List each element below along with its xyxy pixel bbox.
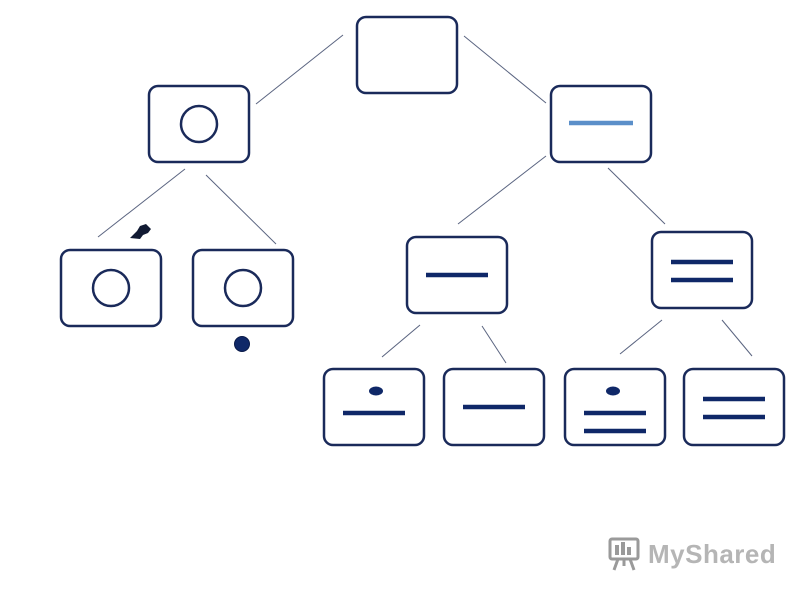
edge-root-to-left (255, 34, 344, 105)
node-box (147, 84, 251, 164)
node-rr-left (563, 367, 667, 447)
node-left-right (191, 248, 295, 328)
node-right (549, 84, 653, 164)
node-box (682, 367, 786, 447)
node-left-left (59, 248, 163, 328)
circle-symbol (223, 268, 263, 308)
node-rl-left (322, 367, 426, 447)
node-box (322, 367, 426, 447)
circle-symbol (179, 104, 219, 144)
brush-mark-icon (130, 224, 151, 239)
presentation-board-icon (608, 537, 640, 571)
edge-root-to-right (463, 35, 547, 104)
node-box (191, 248, 295, 328)
watermark-text: MyShared (648, 538, 777, 569)
watermark: MyShared (606, 536, 776, 572)
edge-right-to-right-right (607, 167, 666, 225)
dot-symbol (606, 386, 620, 396)
edge-left-to-left-right (205, 174, 277, 245)
edge-right-right-to-rr-right (721, 319, 753, 357)
node-rr-right (682, 367, 786, 447)
node-box (59, 248, 163, 328)
node-right-left (405, 235, 509, 315)
node-box (650, 230, 754, 310)
node-root (355, 15, 459, 95)
node-box (563, 367, 667, 447)
nodes-layer (59, 15, 786, 447)
edge-right-to-right-left (457, 155, 547, 225)
circle-symbol (91, 268, 131, 308)
edge-right-left-to-rl-left (381, 324, 421, 358)
edges-layer (97, 34, 753, 364)
edge-left-to-left-left (97, 168, 186, 238)
markers-layer (130, 224, 250, 352)
node-left (147, 84, 251, 164)
edge-right-left-to-rl-right (481, 325, 507, 364)
node-right-right (650, 230, 754, 310)
node-rl-right (442, 367, 546, 447)
bullet-dot-icon (234, 336, 250, 352)
edge-right-right-to-rr-left (619, 319, 663, 355)
node-box (355, 15, 459, 95)
dot-symbol (369, 386, 383, 396)
